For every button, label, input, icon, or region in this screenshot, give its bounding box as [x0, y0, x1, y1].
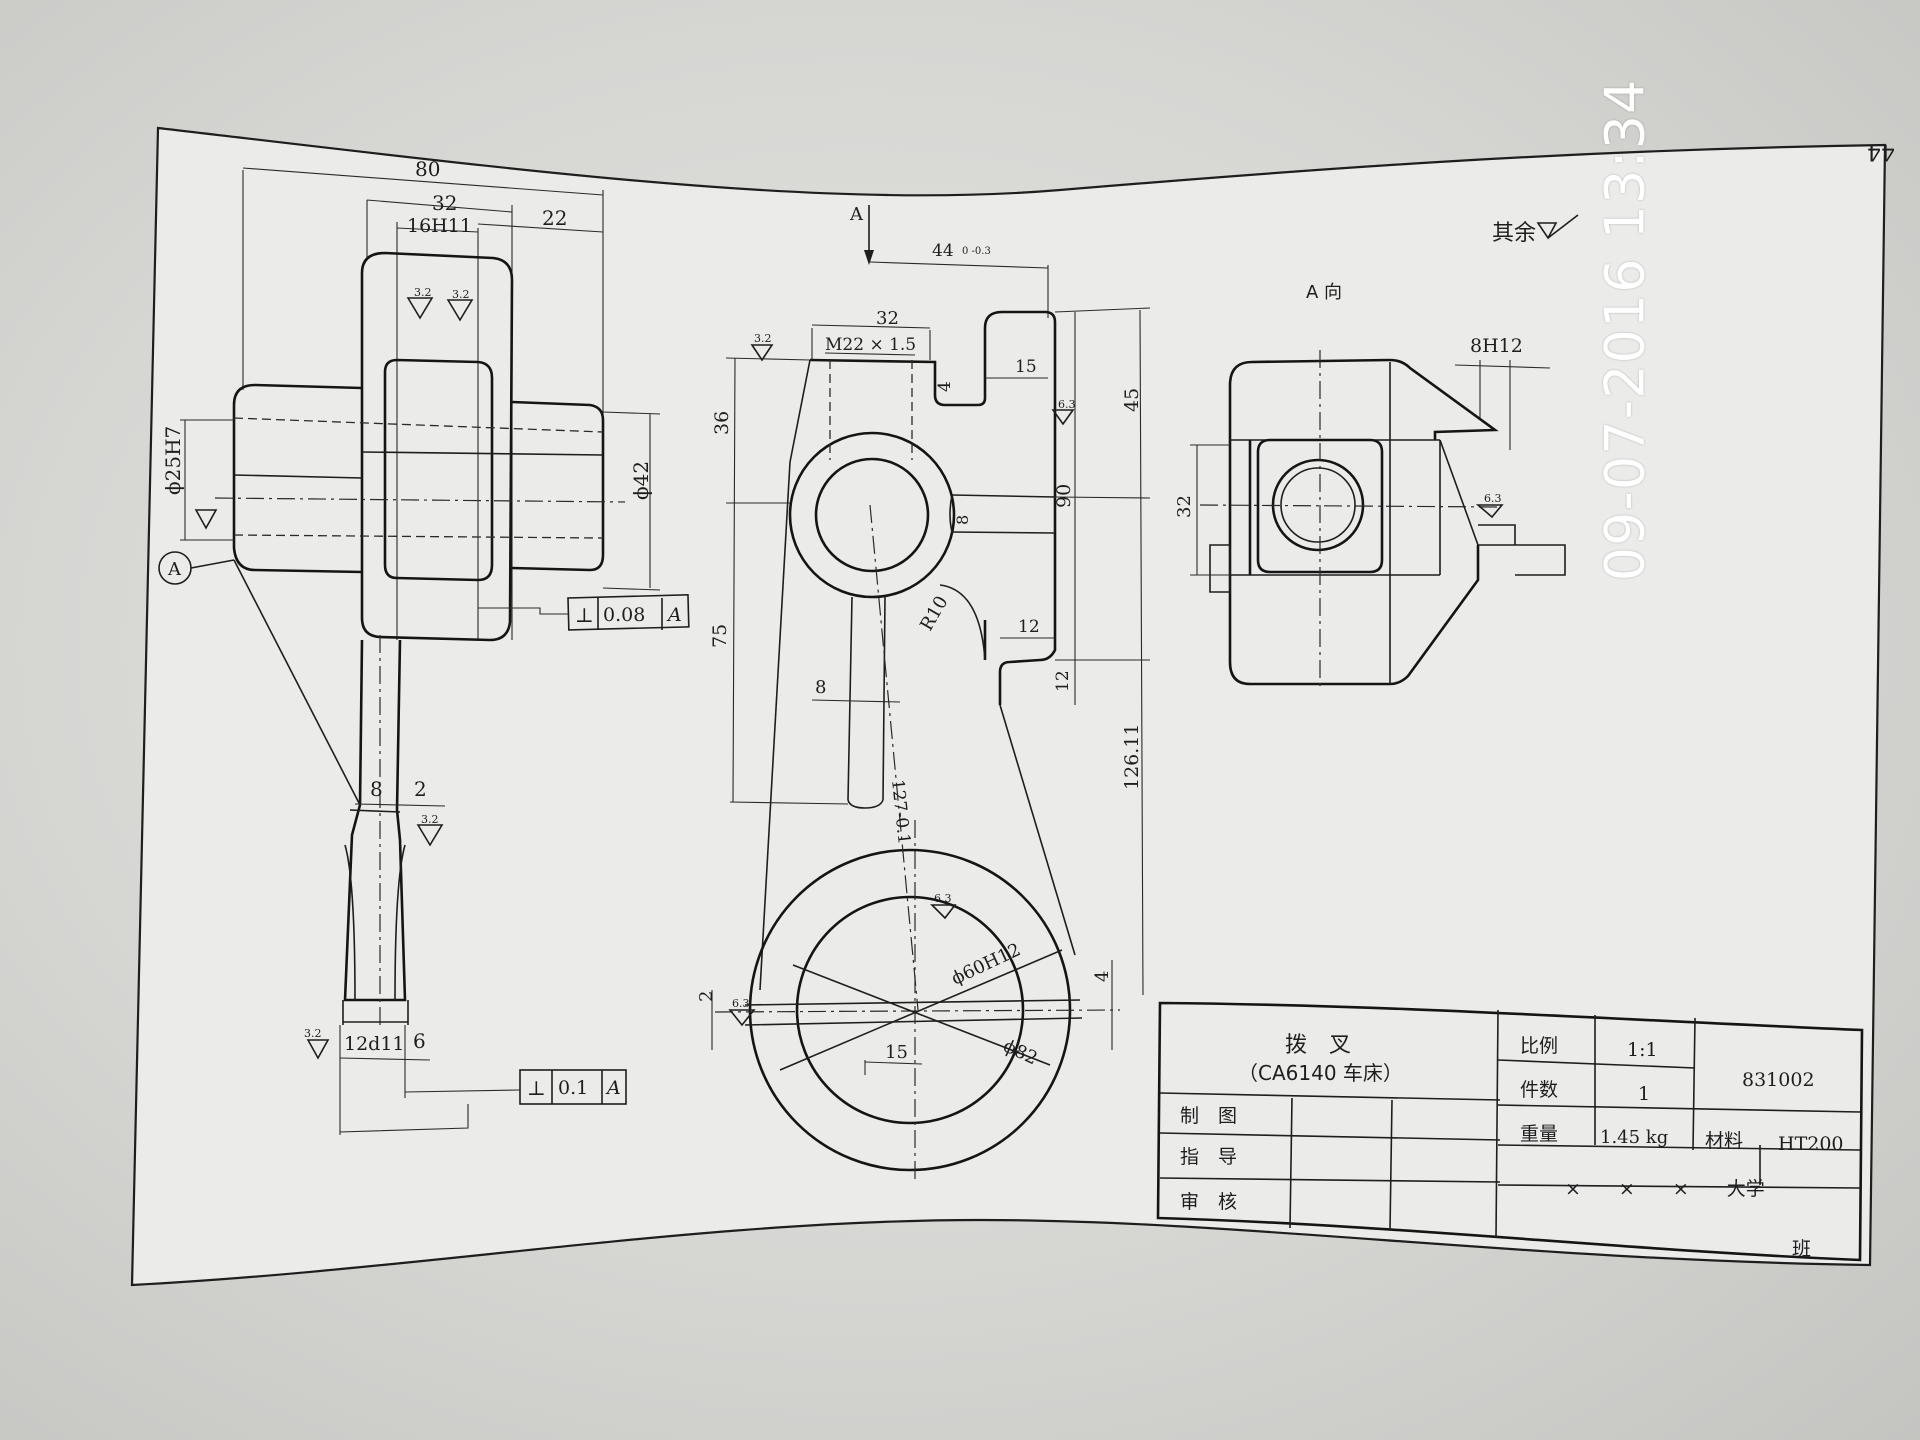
dim-phi42: ϕ42 [629, 461, 653, 500]
surface-finish-note: 其余 [1492, 214, 1579, 246]
hub-bore-circle [814, 457, 930, 573]
material-label: 材料 [1705, 1130, 1743, 1152]
side-view: 80 32 22 16H11 ϕ42 ϕ25H7 [158, 157, 690, 1135]
surface-note-text: 其余 [1492, 221, 1536, 246]
view-a-title: A 向 [1306, 282, 1342, 303]
machine-name: （CA6140 车床） [1238, 1061, 1403, 1085]
dim-75: 75 [709, 624, 731, 648]
dim-12d11: 12d11 [344, 1033, 405, 1055]
dim-44-tolerance: 0 -0.3 [962, 246, 991, 257]
svg-text:3.2: 3.2 [414, 286, 432, 299]
svg-text:3.2: 3.2 [754, 332, 772, 345]
roughness-mark-front-3: 6.3 [930, 892, 957, 920]
view-a-marker: A [849, 204, 864, 225]
weight-label: 重量 [1520, 1123, 1558, 1145]
dim-12-vert: 12 [1053, 670, 1073, 692]
dim-36: 36 [711, 411, 733, 435]
dim-16h11: 16H11 [407, 215, 472, 237]
tol-top-value: 0.08 [603, 604, 645, 626]
dim-32-right: 32 [1174, 495, 1195, 518]
drawing-number: 831002 [1742, 1069, 1815, 1091]
dim-4-top: 4 [935, 381, 955, 392]
roughness-mark-left-5: 3.2 [304, 1027, 330, 1060]
view-a-bore-inner [1280, 467, 1356, 543]
school-name: × × × 大学 [1565, 1178, 1765, 1200]
qty-value: 1 [1638, 1083, 1650, 1105]
page-number: 44 [1867, 139, 1895, 164]
dim-126: 126.11 [1121, 724, 1143, 790]
dim-32-top: 32 [432, 191, 457, 215]
roughness-mark-front-4: 6.3 [728, 997, 756, 1027]
tolerance-frame-perpendicularity-01: ⊥ 0.1 A [339, 1069, 627, 1133]
dim-6: 6 [413, 1029, 426, 1053]
dim-90: 90 [1053, 484, 1075, 508]
dim-15-bottom: 15 [885, 1042, 908, 1063]
datum-a-letter: A [167, 559, 182, 580]
weight-value: 1.45 kg [1600, 1127, 1668, 1148]
tol-top-symbol: ⊥ [575, 603, 594, 627]
svg-text:6.3: 6.3 [732, 997, 750, 1010]
roughness-mark-left-4: 3.2 [416, 813, 444, 847]
scale-value: 1:1 [1627, 1039, 1658, 1061]
tol-top-datum: A [666, 604, 682, 626]
roughness-mark-left-2: 3.2 [446, 288, 474, 322]
dim-32-mid: 32 [876, 308, 899, 329]
svg-text:3.2: 3.2 [304, 1027, 322, 1040]
reviewed-by-label: 审 核 [1180, 1191, 1237, 1213]
svg-text:3.2: 3.2 [452, 288, 470, 301]
roughness-mark-front-2: 6.3 [1051, 398, 1076, 426]
dim-44: 44 [932, 241, 954, 261]
part-name: 拨 叉 [1285, 1033, 1351, 1058]
svg-text:6.3: 6.3 [1058, 398, 1076, 411]
roughness-mark-view-a: 6.3 [1475, 492, 1504, 519]
tol-bottom-symbol: ⊥ [527, 1076, 546, 1100]
thread-m22: M22 × 1.5 [825, 335, 916, 355]
roughness-mark-left-3 [194, 509, 218, 530]
dim-4-bottom: 4 [1092, 971, 1113, 982]
front-view: A 44 0 -0.3 32 M22 × 1.5 R10 [696, 204, 1151, 1180]
title-block: 拨 叉 （CA6140 车床） 比例 1:1 件数 1 831002 重量 1.… [1156, 1001, 1864, 1262]
tol-bottom-datum: A [605, 1077, 621, 1099]
guided-by-label: 指 导 [1180, 1146, 1237, 1168]
photo-timestamp-overlay: 09-07-2016 13:34 [1593, 78, 1657, 582]
tolerance-frame-perpendicularity-008: ⊥ 0.08 A [478, 594, 690, 631]
dim-22: 22 [542, 206, 567, 230]
scale-label: 比例 [1520, 1035, 1558, 1057]
hub-outer-circle [788, 431, 956, 599]
dim-45: 45 [1121, 388, 1143, 412]
paper-sheet [130, 126, 1887, 1287]
drawn-by-label: 制 图 [1180, 1105, 1237, 1127]
bore-inner-circle [795, 895, 1025, 1125]
dim-12-right: 12 [1018, 617, 1040, 637]
dim-8-mid: 8 [953, 515, 972, 525]
dim-80: 80 [415, 157, 440, 181]
roughness-mark-front-1: 3.2 [750, 332, 774, 362]
svg-text:3.2: 3.2 [421, 813, 439, 826]
roughness-mark-left-1: 3.2 [406, 286, 434, 320]
dim-2-bottom: 2 [696, 991, 717, 1002]
tol-bottom-value: 0.1 [558, 1077, 588, 1099]
view-a: A 向 8H12 32 6.3 [1174, 282, 1566, 690]
dim-8-left: 8 [370, 777, 383, 801]
dim-8h12: 8H12 [1470, 335, 1523, 357]
dim-2-left: 2 [414, 777, 427, 801]
qty-label: 件数 [1520, 1079, 1558, 1101]
dim-15-top: 15 [1015, 357, 1037, 377]
dim-8-rib: 8 [815, 677, 826, 698]
dim-phi25h7: ϕ25H7 [161, 426, 185, 495]
material-value: HT200 [1778, 1133, 1844, 1155]
svg-text:6.3: 6.3 [1484, 492, 1502, 505]
svg-text:6.3: 6.3 [934, 892, 952, 905]
class-label: 班 [1792, 1238, 1811, 1260]
